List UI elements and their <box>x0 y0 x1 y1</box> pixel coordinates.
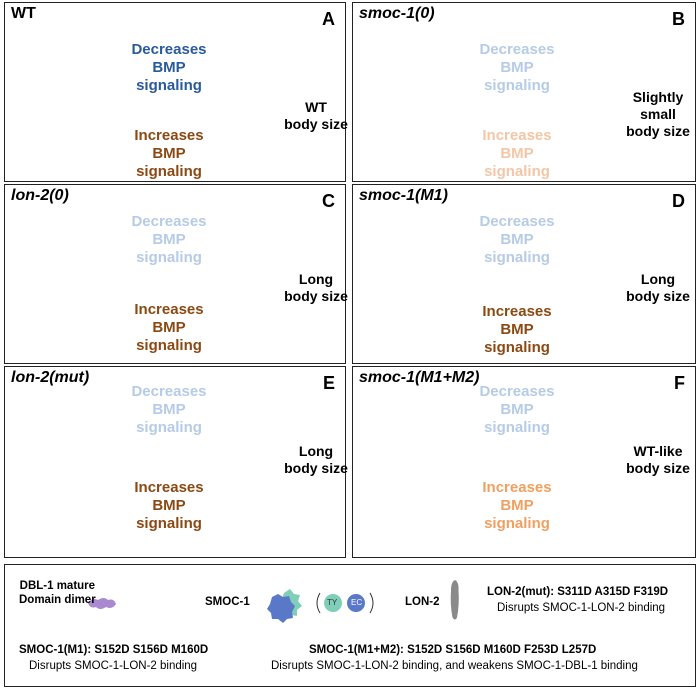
legend-m1m2-desc: Disrupts SMOC-1-LON-2 binding, and weake… <box>271 660 638 672</box>
panel-letter: C <box>322 191 335 211</box>
panel-title: lon-2(mut) <box>11 369 90 386</box>
legend-lon2mut-title: LON-2(mut): S311D A315D F319D <box>487 586 669 598</box>
legend-ty-label: TY <box>327 598 338 607</box>
legend-lon2mut-desc: Disrupts SMOC-1-LON-2 binding <box>497 602 666 614</box>
legend-lon2-label: LON-2 <box>405 596 440 608</box>
panel-letter: D <box>672 191 685 211</box>
legend-m1-desc: Disrupts SMOC-1-LON-2 binding <box>29 660 198 672</box>
panel-title: smoc-1(M1+M2) <box>359 369 480 386</box>
panel-letter: E <box>322 373 335 393</box>
panel-title: smoc-1(M1) <box>359 187 448 204</box>
panel-letter: A <box>322 9 335 29</box>
panel-title: smoc-1(0) <box>359 5 435 22</box>
legend-smoc1-label: SMOC-1 <box>205 596 250 608</box>
legend-ec-label: EC <box>351 598 363 607</box>
panel-title: WT <box>11 5 36 22</box>
legend-m1-title: SMOC-1(M1): S152D S156D M160D <box>19 644 209 656</box>
panel-title: lon-2(0) <box>11 187 69 204</box>
panel-letter: F <box>674 373 685 393</box>
panel-letter: B <box>672 9 685 29</box>
legend-m1m2-title: SMOC-1(M1+M2): S152D S156D M160D F253D L… <box>309 644 597 656</box>
